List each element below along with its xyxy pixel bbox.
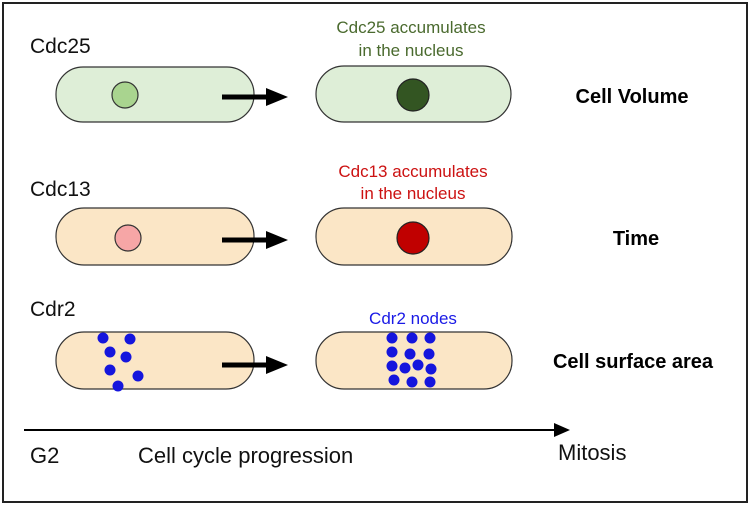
- cdr2-node: [388, 374, 400, 386]
- row-cdr2: Cdr2 Cdr2 nodes Cell surface area: [30, 298, 714, 392]
- cdr2-node: [104, 364, 116, 376]
- axis-end-label: Mitosis: [558, 440, 626, 465]
- cdr2-node: [120, 351, 132, 363]
- nucleus-before-cdc25: [111, 81, 139, 109]
- protein-label-cdc25: Cdc25: [30, 35, 91, 58]
- annotation-cdr2: Cdr2 nodes: [369, 309, 457, 328]
- annotation-cdc13-line1: Cdc13 accumulates: [338, 162, 487, 181]
- cdr2-node: [386, 360, 398, 372]
- cdr2-node: [399, 362, 411, 374]
- progression-axis: G2 Cell cycle progression Mitosis: [24, 423, 626, 468]
- annotation-cdc25-line1: Cdc25 accumulates: [336, 18, 485, 37]
- cdr2-node: [406, 376, 418, 388]
- cdr2-node: [424, 332, 436, 344]
- cdr2-node: [406, 332, 418, 344]
- arrow-cdc25: [222, 88, 288, 106]
- axis-start-label: G2: [30, 443, 59, 468]
- nucleus-after-cdc13: [396, 221, 430, 255]
- readout-cell-surface-area: Cell surface area: [553, 351, 714, 373]
- nucleus-before-cdc13: [114, 224, 142, 252]
- cdr2-node: [97, 332, 109, 344]
- cdr2-node: [386, 346, 398, 358]
- cdr2-node: [124, 333, 136, 345]
- cell-after-cdr2: [315, 331, 513, 390]
- protein-label-cdc13: Cdc13: [30, 178, 91, 201]
- cdr2-node: [386, 332, 398, 344]
- nucleus-after-cdc25: [396, 78, 430, 112]
- cdr2-nodes-before: [97, 332, 144, 392]
- cdr2-node: [112, 380, 124, 392]
- annotation-cdc25-line2: in the nucleus: [359, 41, 464, 60]
- cell-before-cdr2: [55, 331, 255, 390]
- row-cdc25: Cdc25 Cdc25 accumulates in the nucleus C…: [30, 18, 689, 123]
- cdr2-node: [425, 363, 437, 375]
- readout-cell-volume: Cell Volume: [576, 86, 689, 108]
- cdr2-node: [104, 346, 116, 358]
- cell-before-cdc13: [55, 207, 255, 266]
- cdr2-node: [423, 348, 435, 360]
- axis-title: Cell cycle progression: [138, 443, 353, 468]
- arrow-cdr2: [222, 356, 288, 374]
- progression-arrow-head: [554, 423, 570, 437]
- cdr2-nodes-after: [386, 332, 437, 388]
- cdr2-node: [404, 348, 416, 360]
- cdr2-node: [412, 359, 424, 371]
- cdr2-node: [424, 376, 436, 388]
- protein-label-cdr2: Cdr2: [30, 298, 76, 321]
- row-cdc13: Cdc13 Cdc13 accumulates in the nucleus T…: [30, 162, 659, 266]
- readout-time: Time: [613, 228, 659, 250]
- cdr2-node: [132, 370, 144, 382]
- arrow-cdc13: [222, 231, 288, 249]
- annotation-cdc13-line2: in the nucleus: [361, 184, 466, 203]
